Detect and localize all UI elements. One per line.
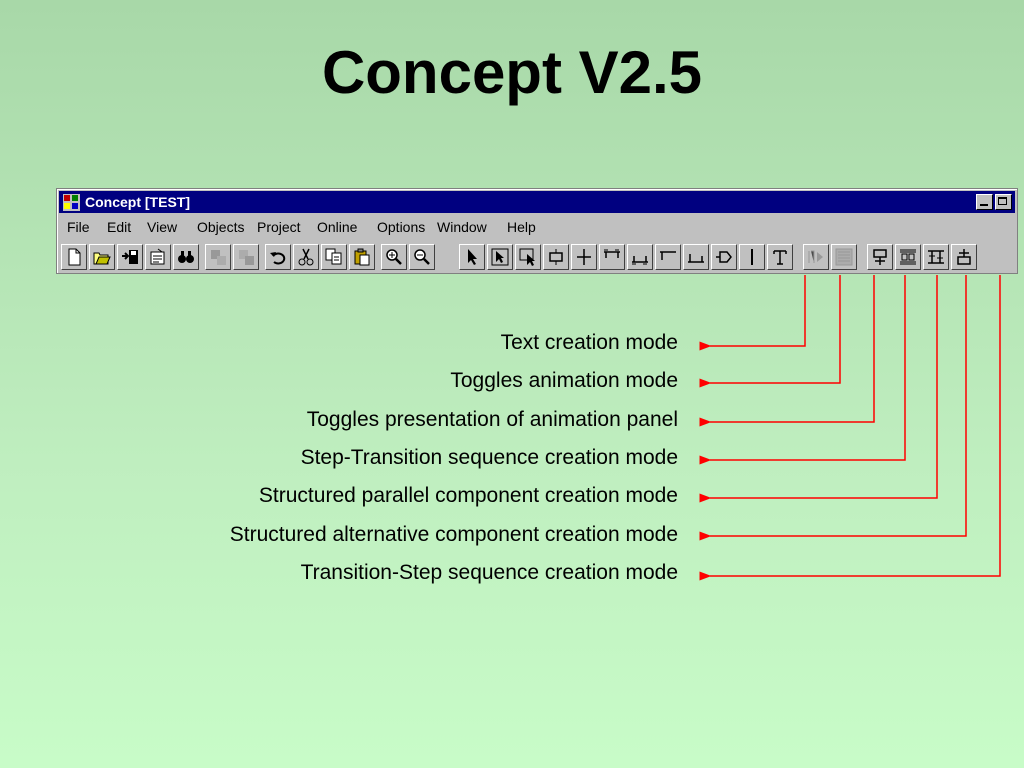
import-icon (239, 250, 254, 265)
callout-parallel-component: Structured parallel component creation m… (258, 484, 678, 507)
alternative-component-icon (928, 250, 944, 264)
menu-bar: File Edit View Objects Project Online Op… (61, 216, 1013, 238)
animation-panel-icon (835, 248, 853, 266)
callout-line-parallel (699, 275, 938, 503)
properties-icon (150, 248, 165, 265)
animation-button[interactable] (803, 244, 829, 270)
find-button[interactable] (173, 244, 199, 270)
text-icon (773, 250, 787, 265)
step-transition-button[interactable] (867, 244, 893, 270)
transition-step-icon (957, 249, 971, 265)
zoom-in-icon (386, 249, 402, 265)
select-arrow-icon (468, 249, 477, 265)
alt-branch-icon (604, 249, 620, 258)
window-title: Concept [TEST] (85, 194, 190, 210)
callout-transition-step: Transition-Step sequence creation mode (300, 561, 678, 584)
alt-branch-button[interactable] (599, 244, 625, 270)
step-icon (549, 249, 563, 265)
menu-options[interactable]: Options (377, 219, 426, 235)
callout-line-animation-panel (699, 275, 875, 427)
jump-button[interactable] (711, 244, 737, 270)
animation-panel-button[interactable] (831, 244, 857, 270)
transition-button[interactable] (571, 244, 597, 270)
vertical-link-icon (751, 249, 753, 265)
menu-help[interactable]: Help (507, 219, 536, 235)
callout-line-text (699, 275, 806, 351)
menu-file[interactable]: File (67, 219, 90, 235)
menu-edit[interactable]: Edit (107, 219, 132, 235)
menu-objects[interactable]: Objects (197, 219, 245, 235)
callout-step-transition: Step-Transition sequence creation mode (300, 446, 678, 469)
callout-line-step-transition (699, 275, 906, 465)
window-titlebar[interactable]: Concept [TEST] (59, 191, 1015, 213)
import-button[interactable] (233, 244, 259, 270)
minimize-button[interactable] (976, 194, 993, 210)
zoom-in-button[interactable] (381, 244, 407, 270)
cut-icon (298, 248, 314, 266)
open-folder-icon (93, 252, 111, 265)
select-area-icon (519, 248, 535, 266)
alternative-component-button[interactable] (923, 244, 949, 270)
copy-icon (325, 248, 342, 265)
transition-step-button[interactable] (951, 244, 977, 270)
par-branch-button[interactable] (655, 244, 681, 270)
new-button[interactable] (61, 244, 87, 270)
callout-text-creation: Text creation mode (500, 331, 678, 354)
menu-project[interactable]: Project (257, 219, 301, 235)
new-file-icon (68, 248, 81, 266)
save-icon (122, 250, 138, 264)
maximize-button[interactable] (995, 194, 1012, 210)
callout-line-alternative (699, 275, 967, 541)
slide-title: Concept V2.5 (321, 39, 703, 106)
alt-join-icon (632, 256, 648, 265)
zoom-out-button[interactable] (409, 244, 435, 270)
select-link-icon (491, 248, 509, 266)
copy-button[interactable] (321, 244, 347, 270)
callout-animation-mode: Toggles animation mode (450, 369, 678, 392)
toolbar (59, 243, 1015, 273)
cut-button[interactable] (293, 244, 319, 270)
menu-window[interactable]: Window (437, 219, 487, 235)
parallel-component-button[interactable] (895, 244, 921, 270)
export-icon (211, 250, 226, 265)
text-button[interactable] (767, 244, 793, 270)
menu-online[interactable]: Online (317, 219, 358, 235)
menu-view[interactable]: View (147, 219, 178, 235)
vertical-link-button[interactable] (739, 244, 765, 270)
select-area-button[interactable] (515, 244, 541, 270)
concept-window: Concept [TEST] File Edit View Objects Pr… (56, 188, 1018, 274)
par-branch-icon (660, 251, 676, 260)
alt-join-button[interactable] (627, 244, 653, 270)
find-icon (178, 251, 194, 263)
export-button[interactable] (205, 244, 231, 270)
paste-button[interactable] (349, 244, 375, 270)
step-button[interactable] (543, 244, 569, 270)
paste-icon (354, 248, 370, 266)
zoom-out-icon (414, 249, 430, 265)
callout-alternative-component: Structured alternative component creatio… (229, 523, 678, 546)
parallel-component-icon (900, 249, 916, 265)
callout-line-transition-step (699, 275, 1001, 581)
select-link-button[interactable] (487, 244, 513, 270)
concept-app-icon[interactable] (63, 194, 80, 211)
callout-line-animation (699, 275, 841, 388)
save-button[interactable] (117, 244, 143, 270)
jump-icon (716, 251, 732, 263)
callout-animation-panel: Toggles presentation of animation panel (306, 408, 678, 431)
undo-button[interactable] (265, 244, 291, 270)
undo-icon (270, 252, 286, 265)
select-button[interactable] (459, 244, 485, 270)
par-join-icon (688, 254, 704, 263)
par-join-button[interactable] (683, 244, 709, 270)
open-button[interactable] (89, 244, 115, 270)
transition-icon (577, 249, 591, 265)
step-transition-icon (873, 249, 887, 265)
animation-icon (808, 250, 823, 263)
properties-button[interactable] (145, 244, 171, 270)
